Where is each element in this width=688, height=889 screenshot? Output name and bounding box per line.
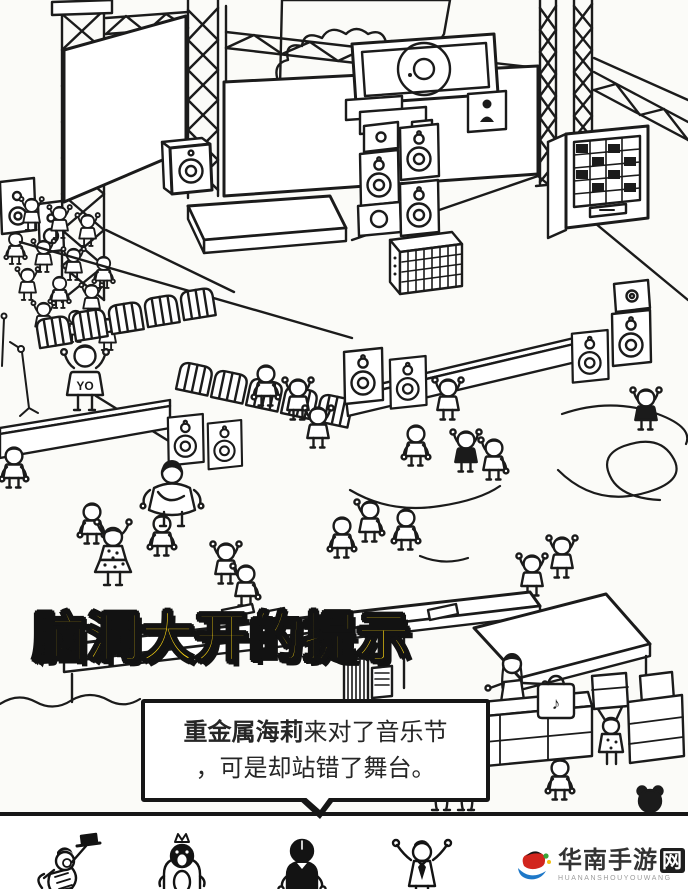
crowd-figure xyxy=(209,540,243,585)
bubble-line2-text: ，可是却站错了舞台。 xyxy=(195,754,436,782)
crowd-figure xyxy=(431,376,465,421)
crowd-figure-on-roof xyxy=(515,552,549,597)
stage-apron-left[interactable] xyxy=(0,398,244,471)
bubble-line1: 重金属海莉来对了音乐节 xyxy=(184,717,448,748)
crowd-figure xyxy=(30,238,57,273)
fan-beanie[interactable] xyxy=(139,460,205,528)
crowd-figure xyxy=(76,502,108,545)
black-haired-back-figure-icon xyxy=(277,838,327,889)
site-logo-icon xyxy=(518,851,551,880)
hint-title: 脑洞大开的提示 xyxy=(32,608,411,669)
box-carrier[interactable] xyxy=(590,671,630,766)
vendor-girl[interactable] xyxy=(484,653,549,704)
site-name-main: 华南手游 xyxy=(558,846,658,874)
crowd-figure xyxy=(400,424,432,467)
music-note-glyph: ♪ xyxy=(552,694,561,713)
crowd-figure xyxy=(477,436,510,481)
crowd-figure xyxy=(146,514,178,557)
site-tagline: HUANANSHOUYOUWANG xyxy=(558,875,672,882)
bubble-speaker-name: 重金属海莉 xyxy=(183,719,304,747)
stage-monitor-speaker[interactable] xyxy=(160,136,214,196)
speaker-stack[interactable] xyxy=(356,120,441,238)
target-crawling-monkey-with-hat[interactable] xyxy=(34,832,106,889)
crowd-figure xyxy=(449,428,483,473)
crawling-monkey-with-hat-icon xyxy=(37,832,102,889)
festival-scene-canvas[interactable]: YO xyxy=(0,0,688,815)
merch-shelf-right[interactable] xyxy=(626,670,686,765)
under-bubble-legs xyxy=(430,792,476,812)
crowd-figure xyxy=(74,212,101,247)
amp-cabinet[interactable] xyxy=(546,124,650,240)
crowd-figure xyxy=(390,508,422,551)
site-name-badge: 网 xyxy=(660,848,685,873)
black-blob-creature[interactable] xyxy=(636,785,664,814)
crowd-figure xyxy=(301,404,335,449)
yo-shirt-text: YO xyxy=(76,379,93,393)
target-crowned-penguin[interactable] xyxy=(146,832,218,889)
merch-stand[interactable]: ♪ xyxy=(52,590,686,814)
crowd-figure xyxy=(14,266,41,301)
site-watermark: 华南手游网 HUANANSHOUYOUWANG xyxy=(516,848,685,882)
fan-polkadot[interactable] xyxy=(93,518,133,587)
truss-beam-right[interactable] xyxy=(592,56,688,142)
music-note-bag[interactable]: ♪ xyxy=(536,674,576,720)
crowd-figure xyxy=(326,516,358,559)
bubble-line1-text: 来对了音乐节 xyxy=(303,719,448,747)
target-bar xyxy=(0,816,688,889)
bubble-tail-fill xyxy=(303,795,331,810)
grid-monitor[interactable] xyxy=(388,230,464,296)
crowd-figure xyxy=(3,231,28,265)
stage-apron-right[interactable] xyxy=(342,278,653,418)
scene-target-divider xyxy=(0,812,688,816)
target-black-haired-back-figure[interactable] xyxy=(266,832,338,889)
target-reclining-tie-figure[interactable] xyxy=(386,832,458,889)
hint-speech-bubble: 重金属海莉来对了音乐节 ，可是却站错了舞台。 xyxy=(141,699,490,819)
fan-yo[interactable]: YO xyxy=(60,344,110,412)
crowned-penguin-icon xyxy=(158,833,206,889)
bleacher-rail xyxy=(104,228,236,294)
stage-riser[interactable] xyxy=(186,194,348,255)
bleacher-crowd[interactable] xyxy=(3,196,236,351)
reclining-tie-figure-icon xyxy=(391,838,453,889)
mic-stands[interactable] xyxy=(0,312,39,417)
crowd-figure xyxy=(353,498,386,543)
crowd-figure xyxy=(545,534,579,579)
site-name: 华南手游网 xyxy=(558,848,685,873)
crowd-figure xyxy=(544,758,576,801)
